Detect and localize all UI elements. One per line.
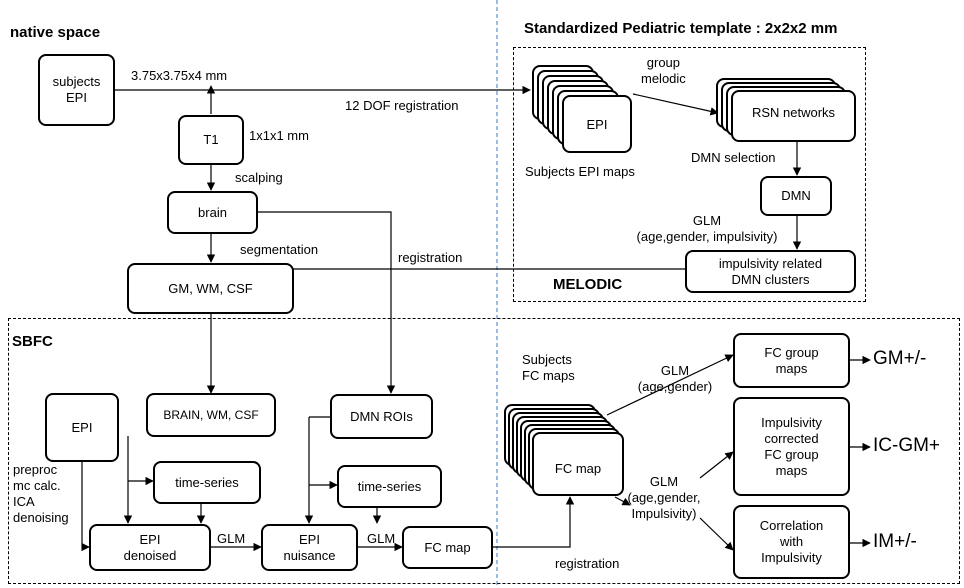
arrow-clusters-to-roi — [291, 268, 685, 300]
rsn-stack-card — [731, 90, 856, 142]
gm-wm-csf-node: GM, WM, CSF — [127, 263, 294, 314]
native-space-title: native space — [10, 24, 101, 41]
template-title: Standardized Pediatric template : 2x2x2 … — [524, 20, 838, 37]
segmentation-label: segmentation — [240, 242, 319, 257]
t1-node: T1 — [178, 115, 244, 165]
dmn-selection-label: DMN selection — [691, 150, 776, 165]
brain-wm-csf-node: BRAIN, WM, CSF — [146, 393, 276, 437]
melodic-title: MELODIC — [553, 276, 623, 293]
sbfc-title: SBFC — [12, 333, 53, 350]
correlation-impulsivity-node: Correlation with Impulsivity — [733, 505, 850, 579]
glm-impulsivity-label: GLM (age,gender, impulsivity) — [636, 213, 778, 244]
timeseries-2-node: time-series — [337, 465, 442, 508]
subjects-epi-node: subjects EPI — [38, 54, 115, 126]
registration-bottom-label: registration — [555, 556, 620, 571]
output-gm: GM+/- — [873, 348, 927, 369]
dmn-node: DMN — [760, 176, 832, 216]
glm-age-gender-imp-label: GLM (age,gender, Impulsivity) — [627, 474, 701, 521]
glm-age-gender-label: GLM (age,gender) — [637, 363, 713, 394]
fc-stack-card — [532, 432, 624, 496]
arrow-brain-to-dmnroi — [258, 211, 396, 394]
fc-map-stack-label: FC map — [554, 460, 602, 476]
epi-maps-label: EPI — [586, 116, 608, 132]
arrow-glm-to-impcorr — [699, 451, 734, 479]
subjects-epi-maps-label: Subjects EPI maps — [525, 164, 635, 179]
arrow-group-melodic — [632, 93, 719, 116]
registration-mid-label: registration — [398, 250, 463, 265]
sbfc-region — [8, 318, 960, 584]
res-t1-label: 1x1x1 mm — [249, 128, 309, 143]
impulsivity-corrected-node: Impulsivity corrected FC group maps — [733, 397, 850, 496]
arrow-glm-to-corr — [699, 517, 734, 551]
epi-nuisance-node: EPI nuisance — [261, 524, 358, 571]
arrow-epi-to-denoised — [81, 462, 90, 552]
group-melodic-label: group melodic — [641, 55, 686, 86]
impulsivity-clusters-node: impulsivity related DMN clusters — [685, 250, 856, 293]
fc-group-maps-node: FC group maps — [733, 333, 850, 388]
res-epi-label: 3.75x3.75x4 mm — [131, 68, 228, 83]
preproc-label: preproc mc calc. ICA denoising — [13, 462, 69, 525]
epi-denoised-node: EPI denoised — [89, 524, 211, 571]
timeseries-1-node: time-series — [153, 461, 261, 504]
arrow-stack-to-glm — [614, 496, 631, 506]
epi-stack-card — [562, 95, 632, 153]
output-im: IM+/- — [873, 531, 917, 552]
template-region — [513, 47, 866, 302]
rsn-label: RSN networks — [751, 105, 836, 120]
scalping-label: scalping — [235, 170, 283, 185]
output-ic: IC-GM+ — [873, 435, 941, 456]
brain-node: brain — [167, 191, 258, 234]
fc-map-node: FC map — [402, 526, 493, 569]
glm-1-label: GLM — [217, 531, 246, 546]
dof-label: 12 DOF registration — [345, 98, 459, 113]
arrow-fcmap-to-stack — [493, 496, 575, 548]
glm-2-label: GLM — [367, 531, 396, 546]
dmn-rois-node: DMN ROIs — [330, 394, 433, 439]
subjects-fc-maps-label: Subjects FC maps — [522, 352, 575, 383]
epi-node: EPI — [45, 393, 119, 462]
arrow-glm-to-fcgroup — [606, 354, 734, 416]
